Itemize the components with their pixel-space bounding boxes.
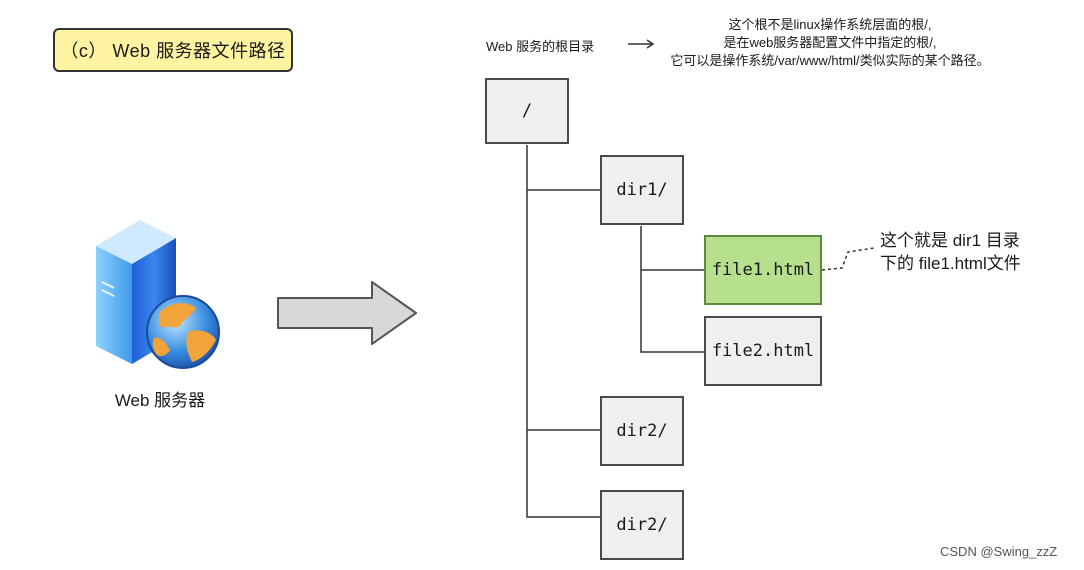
- right-arrow-icon: [277, 281, 417, 345]
- server-globe-icon: [88, 212, 223, 372]
- server-label: Web 服务器: [114, 391, 206, 410]
- root-note: 这个根不是linux操作系统层面的根/, 是在web服务器配置文件中指定的根/,…: [640, 16, 1020, 70]
- callout-line: 这个就是 dir1 目录: [880, 231, 1020, 250]
- root-dir-label: Web 服务的根目录: [486, 39, 595, 54]
- dir2-node: dir2/: [600, 396, 684, 466]
- file1-callout: 这个就是 dir1 目录 下的 file1.html文件: [880, 229, 1021, 275]
- note-line: 是在web服务器配置文件中指定的根/,: [723, 35, 937, 50]
- note-line: 这个根不是linux操作系统层面的根/,: [728, 17, 932, 32]
- diagram-title: （c） Web 服务器文件路径: [53, 28, 293, 72]
- file2-node: file2.html: [704, 316, 822, 386]
- dir2-node-second: dir2/: [600, 490, 684, 560]
- watermark: CSDN @Swing_zzZ: [940, 544, 1058, 559]
- callout-line: 下的 file1.html文件: [880, 254, 1021, 273]
- note-line: 它可以是操作系统/var/www/html/类似实际的某个路径。: [670, 53, 990, 68]
- file1-node: file1.html: [704, 235, 822, 305]
- dir1-node: dir1/: [600, 155, 684, 225]
- root-node: /: [485, 78, 569, 144]
